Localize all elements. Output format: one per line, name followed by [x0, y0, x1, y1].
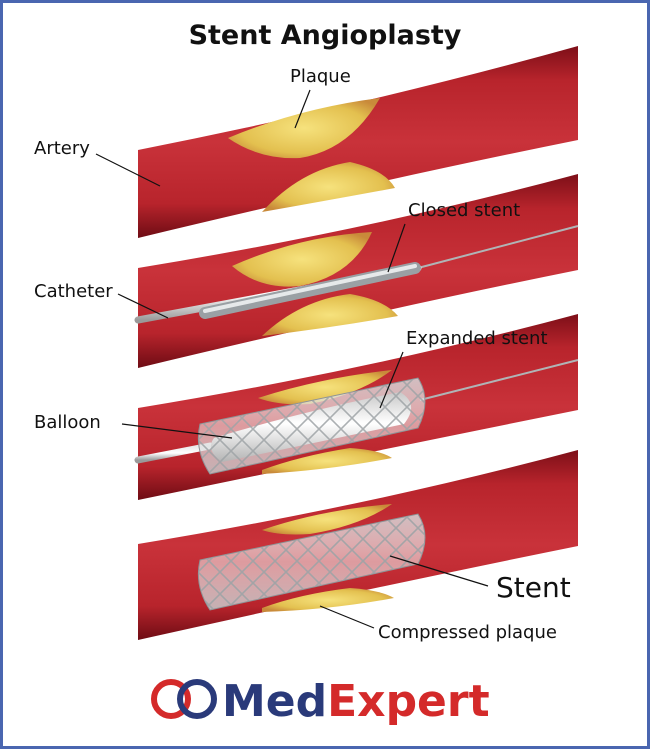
expanded-stent-mesh — [198, 378, 425, 474]
label-plaque: Plaque — [290, 66, 351, 87]
plaque-top-2 — [232, 232, 372, 287]
catheter-3 — [134, 442, 214, 464]
plaque-top-4 — [262, 504, 392, 535]
leader-closed-stent — [387, 223, 406, 273]
panel-closed-stent: Closed stent Catheter — [34, 174, 579, 368]
leader-catheter — [117, 293, 169, 319]
logo-rings-icon — [151, 679, 217, 719]
panel-stent-placed: Stent Compressed plaque — [138, 450, 578, 643]
logo-text-expert: Expert — [327, 676, 490, 727]
label-compressed-plaque: Compressed plaque — [378, 622, 557, 643]
leader-stent — [389, 555, 489, 587]
plaque-top-3 — [258, 370, 392, 405]
label-artery: Artery — [34, 138, 90, 159]
diagram-title: Stent Angioplasty — [189, 20, 462, 51]
leader-expanded-stent — [379, 351, 404, 409]
plaque-bottom-2 — [262, 294, 398, 336]
label-balloon: Balloon — [34, 412, 101, 433]
closed-stent-highlight — [203, 264, 417, 313]
label-expanded-stent: Expanded stent — [406, 328, 548, 349]
plaque-top-1 — [228, 98, 380, 159]
leader-artery — [95, 153, 161, 187]
artery-segment-2 — [138, 174, 578, 368]
panel-expanded-stent: Expanded stent Balloon — [34, 314, 579, 500]
leader-compressed-plaque — [319, 605, 375, 629]
label-stent: Stent — [496, 571, 571, 604]
label-closed-stent: Closed stent — [408, 200, 520, 221]
leader-plaque — [294, 89, 311, 129]
plaque-bottom-3 — [262, 448, 392, 474]
logo-wordmark: MedExpert — [222, 676, 490, 727]
logo-text-med: Med — [222, 676, 327, 727]
stent-mesh — [198, 514, 425, 610]
label-catheter: Catheter — [34, 281, 113, 302]
artery-segment-1 — [138, 46, 578, 238]
leader-balloon — [121, 423, 233, 439]
medexpert-logo: MedExpert — [151, 676, 490, 727]
panel-artery-plaque: Plaque Artery — [34, 46, 578, 238]
guide-wire-3 — [419, 359, 579, 401]
plaque-bottom-1 — [262, 162, 395, 212]
plaque-bottom-4 — [262, 588, 394, 612]
guide-wire-2 — [417, 225, 579, 269]
